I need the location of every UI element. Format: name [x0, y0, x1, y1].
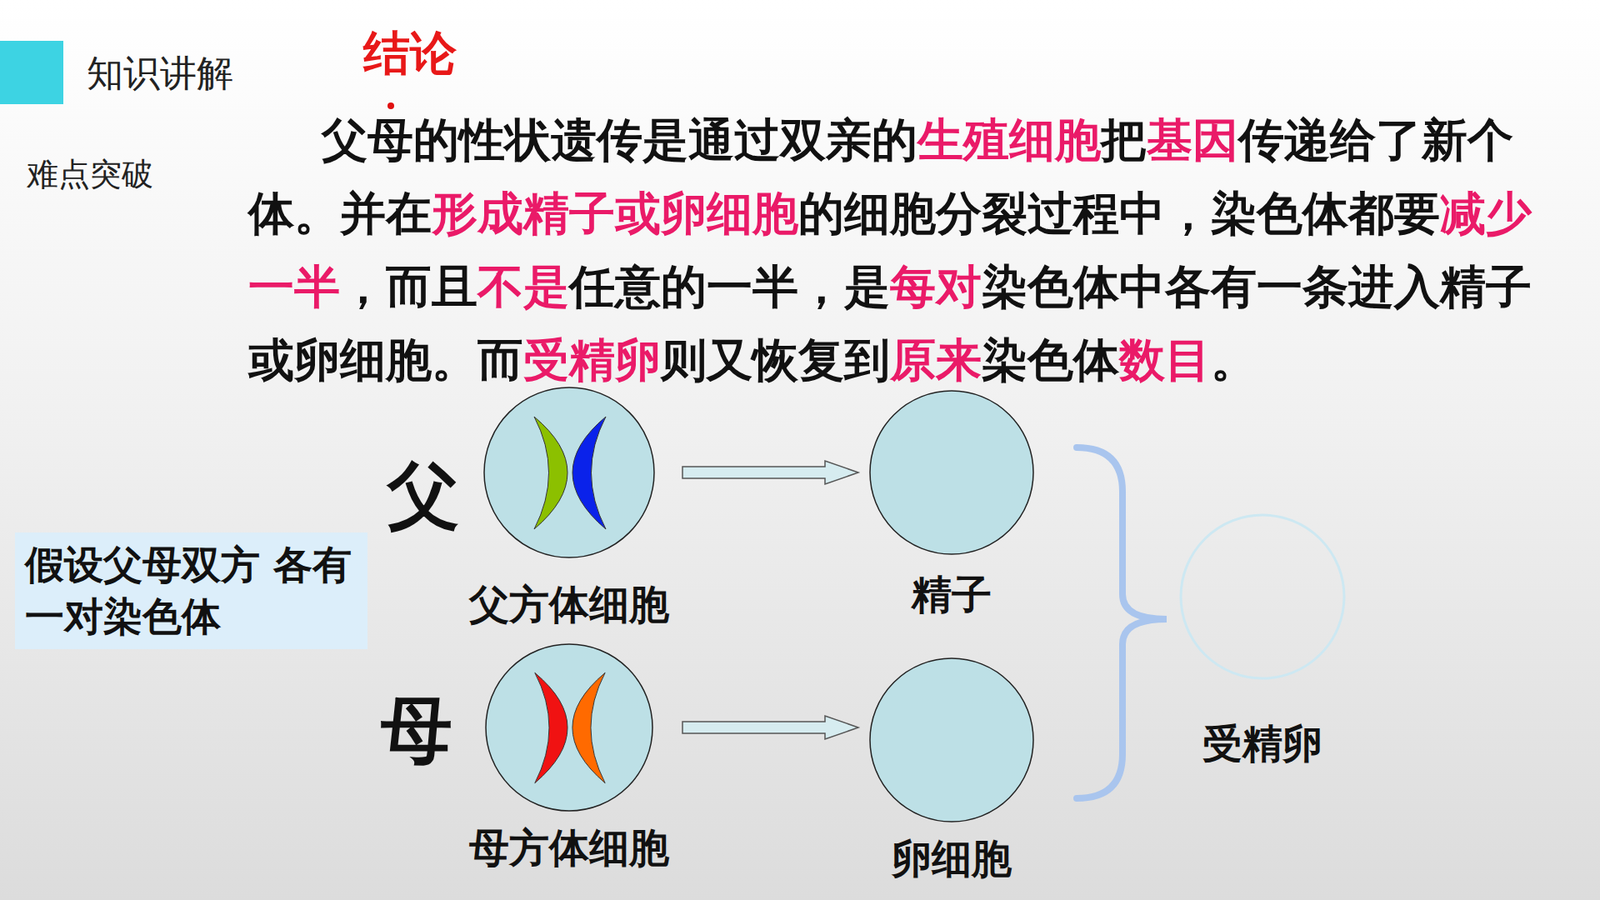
cell-label-row: 受精卵 — [1179, 720, 1346, 767]
body-text: 的细胞分裂过程中，染色体都要 — [798, 186, 1440, 240]
sperm-cell: 精子 — [868, 389, 1035, 618]
red-dot — [387, 102, 395, 110]
arrow-connector — [682, 460, 859, 485]
highlight-text: 不是 — [477, 260, 570, 314]
cell-label-row: 卵细胞 — [868, 835, 1035, 882]
cell-label: 父方体细胞 — [469, 580, 670, 628]
highlight-text: 受精卵 — [523, 333, 661, 387]
body-text: 父母的性状遗传是通过双亲的 — [321, 113, 918, 167]
arrow-connector — [682, 715, 859, 740]
cell-circle — [1180, 515, 1345, 679]
highlight-text: 数目 — [1119, 333, 1211, 387]
egg-cell: 卵细胞 — [868, 656, 1035, 882]
highlight-text: 生殖细胞 — [917, 113, 1101, 167]
body-text: 则又恢复到 — [660, 333, 890, 387]
chromosome — [572, 416, 606, 530]
cell-outline — [868, 389, 1035, 556]
cell-circle — [870, 390, 1034, 555]
chromosome-pair — [535, 672, 605, 783]
merge-brace — [1076, 447, 1167, 799]
cell-label-row: 父方体细胞 — [465, 580, 673, 628]
cell-circle — [485, 644, 653, 811]
cell-circle — [870, 658, 1034, 822]
highlight-text: 形成精子或卵细胞 — [431, 186, 799, 240]
chromosome — [572, 672, 605, 783]
chromosome — [535, 672, 568, 783]
cell-label-row: 精子 — [868, 570, 1035, 618]
mother-label: 母 — [380, 690, 453, 770]
cell-circle — [484, 387, 655, 558]
body-text: ，而且 — [340, 260, 478, 314]
father-label: 父 — [387, 455, 460, 535]
assumption-box: 假设父母双方 各有一对染色体 — [15, 532, 368, 650]
body-text: 任意的一半，是 — [569, 260, 890, 314]
cell-label: 卵细胞 — [891, 835, 1012, 882]
mother-body-cell: 母方体细胞 — [465, 642, 673, 871]
conclusion-paragraph: 父母的性状遗传是通过双亲的生殖细胞把基因传递给了新个体。并在形成精子或卵细胞的细… — [248, 103, 1559, 397]
zygote-cell: 受精卵 — [1179, 513, 1346, 767]
cell-label: 受精卵 — [1202, 720, 1323, 767]
section-subtitle: 难点突破 — [26, 157, 154, 193]
cell-label: 母方体细胞 — [469, 824, 670, 871]
cell-outline — [1179, 513, 1346, 680]
section-title: 知识讲解 — [86, 53, 234, 94]
highlight-text: 基因 — [1146, 113, 1239, 167]
accent-square — [0, 40, 64, 105]
body-text: 。 — [1210, 333, 1257, 387]
cell-outline — [482, 385, 656, 560]
cell-outline — [484, 642, 655, 813]
assumption-text: 假设父母双方 各有一对染色体 — [25, 539, 358, 643]
father-body-cell: 父方体细胞 — [465, 385, 673, 628]
highlight-text: 每对 — [890, 260, 982, 314]
body-text: 把 — [1100, 113, 1147, 167]
cell-label: 精子 — [911, 570, 992, 618]
chromosome — [534, 416, 568, 530]
cell-label-row: 母方体细胞 — [465, 824, 673, 871]
conclusion-heading: 结论 — [363, 27, 457, 80]
chromosome-pair — [534, 416, 606, 530]
body-text: 染色体 — [981, 333, 1120, 387]
cell-outline — [868, 656, 1035, 824]
highlight-text: 原来 — [890, 333, 982, 387]
